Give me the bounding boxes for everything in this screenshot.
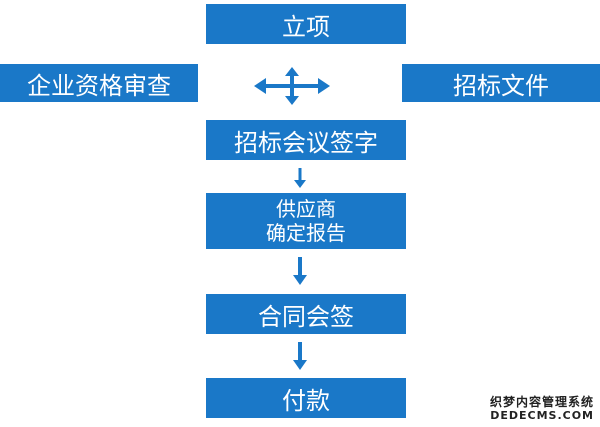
step-qualification-review: 企业资格审查 xyxy=(0,64,198,102)
watermark-line2: DEDECMS.COM xyxy=(490,409,594,422)
down-arrow-icon xyxy=(294,168,306,188)
step-qualification-review-label: 企业资格审查 xyxy=(27,71,171,100)
step-lixiang-label: 立项 xyxy=(282,12,330,41)
step-contract-countersign-label: 合同会签 xyxy=(258,302,354,331)
step-tender-meeting-sign: 招标会议签字 xyxy=(206,120,406,160)
four-way-arrow-icon xyxy=(254,67,330,105)
down-arrow-icon xyxy=(293,257,307,285)
watermark-line1: 织梦内容管理系统 xyxy=(489,395,594,409)
step-contract-countersign: 合同会签 xyxy=(206,294,406,334)
step-payment: 付款 xyxy=(206,378,406,418)
step-tender-meeting-sign-label: 招标会议签字 xyxy=(234,128,378,157)
step-lixiang: 立项 xyxy=(206,4,406,44)
step-supplier-report-line1: 供应商 xyxy=(276,197,336,221)
step-payment-label: 付款 xyxy=(282,386,330,415)
step-tender-documents: 招标文件 xyxy=(402,64,600,102)
down-arrow-icon xyxy=(293,342,307,370)
step-supplier-report: 供应商 确定报告 xyxy=(206,193,406,249)
watermark: 织梦内容管理系统 DEDECMS.COM xyxy=(490,395,594,423)
step-supplier-report-line2: 确定报告 xyxy=(266,221,346,245)
step-tender-documents-label: 招标文件 xyxy=(453,71,549,100)
